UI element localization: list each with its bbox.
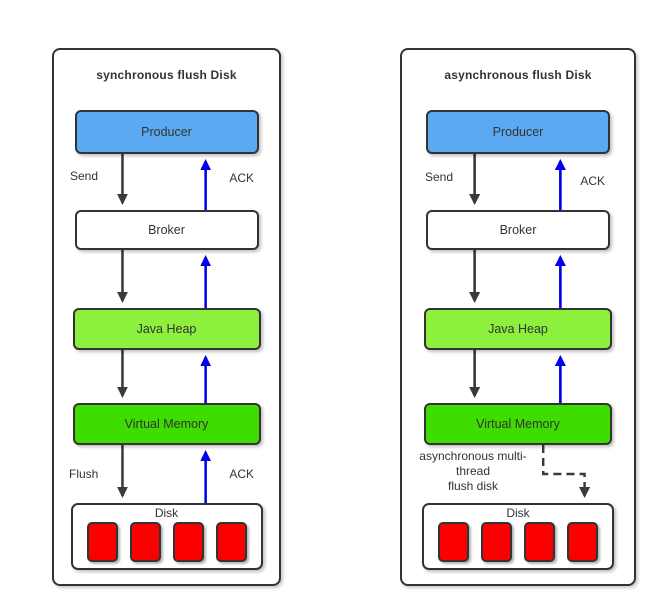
panel-title: asynchronous flush Disk — [444, 68, 592, 82]
disk-node: Disk — [70, 503, 263, 570]
ack-label-top: ACK — [229, 171, 254, 185]
async-flush-note-line: flush disk — [447, 479, 499, 493]
java-heap-node: Java Heap — [424, 308, 612, 350]
async-flush-note-line: asynchronous multi- — [419, 449, 527, 463]
disk-block — [172, 522, 204, 562]
async-flush-note-line: thread — [455, 464, 491, 478]
disk-block — [481, 522, 512, 562]
disk-block — [438, 522, 469, 562]
producer-node: Producer — [426, 110, 610, 154]
send-label: Send — [70, 169, 99, 183]
disk-block — [524, 522, 555, 562]
disk-label: Disk — [506, 506, 530, 520]
producer-node: Producer — [74, 110, 259, 154]
ack-label-top: ACK — [580, 174, 605, 188]
panel-title: synchronous flush Disk — [96, 68, 237, 82]
async-flush-note: asynchronous multi- thread flush disk — [406, 449, 540, 494]
disk-block — [86, 522, 118, 562]
panel-synchronous-flush: synchronous flush Disk Producer Broker J… — [52, 48, 281, 586]
panel-asynchronous-flush: asynchronous flush Disk Producer Broker … — [400, 48, 636, 586]
async-flush-dashed-arrow — [542, 445, 591, 498]
disk-block — [567, 522, 598, 562]
java-heap-node: Java Heap — [72, 308, 261, 350]
send-label: Send — [425, 170, 454, 184]
disk-blocks — [438, 522, 598, 562]
broker-node: Broker — [74, 210, 259, 250]
virtual-memory-node: Virtual Memory — [72, 403, 261, 445]
disk-label: Disk — [154, 506, 179, 520]
disk-node: Disk — [422, 503, 614, 570]
disk-blocks — [86, 522, 247, 562]
broker-node: Broker — [426, 210, 610, 250]
flush-label: Flush — [69, 467, 99, 481]
disk-block — [129, 522, 161, 562]
disk-block — [215, 522, 247, 562]
ack-label-bottom: ACK — [229, 467, 254, 481]
virtual-memory-node: Virtual Memory — [424, 403, 612, 445]
